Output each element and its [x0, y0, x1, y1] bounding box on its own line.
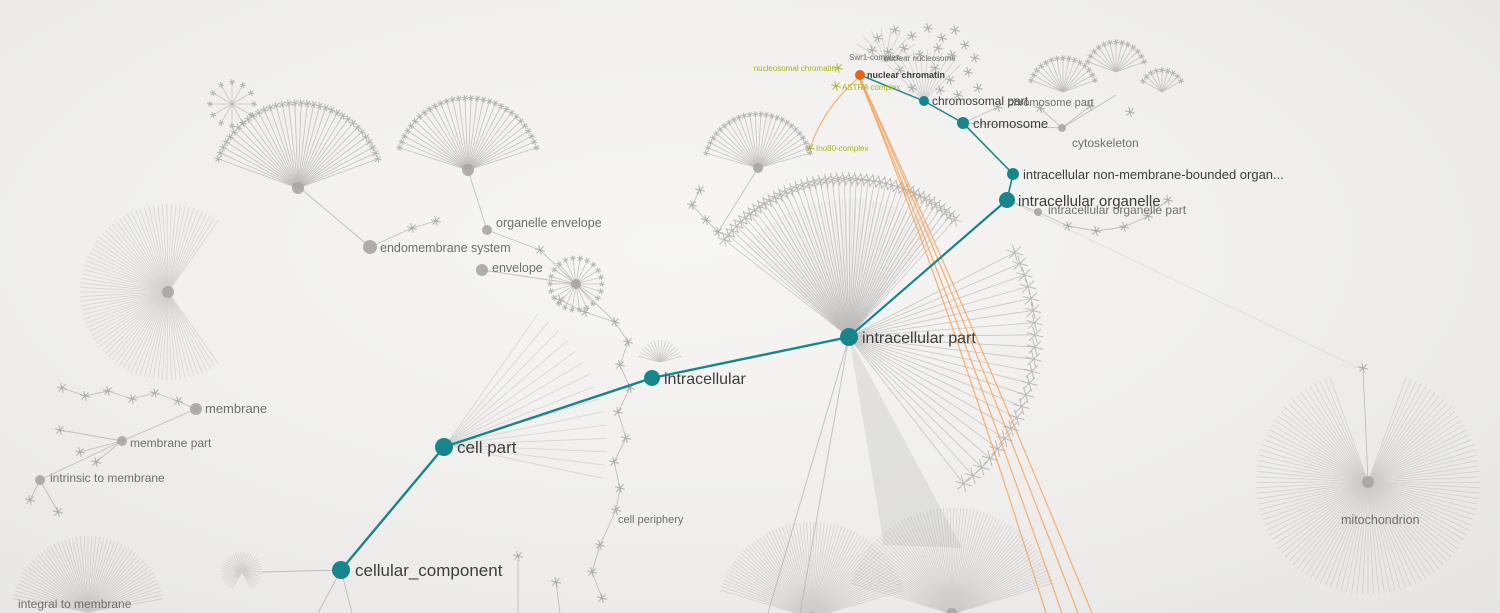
orange-edge-bundle — [810, 77, 1093, 613]
label-intracellular-non-membrane-bounded-organelle[interactable]: intracellular non-membrane-bounded organ… — [1023, 167, 1284, 182]
label-cytoskeleton[interactable]: cytoskeleton — [1072, 136, 1139, 150]
node-cluster — [546, 255, 606, 313]
label-intracellular[interactable]: intracellular — [664, 371, 746, 388]
label-organelle-envelope[interactable]: organelle envelope — [496, 216, 602, 230]
label-intrinsic-to-membrane[interactable]: intrinsic to membrane — [50, 471, 165, 485]
node-cluster — [214, 99, 382, 189]
term-labels: organelle envelope endomembrane system env… — [18, 53, 1420, 611]
node-chromosome[interactable] — [957, 117, 969, 129]
node-cell-part[interactable] — [435, 438, 453, 456]
node-cellular-component[interactable] — [332, 561, 350, 579]
node-intracellular-organelle[interactable] — [999, 192, 1015, 208]
graph-node[interactable] — [292, 182, 304, 194]
node-cluster — [221, 552, 263, 590]
node-cluster — [396, 94, 540, 171]
node-cluster-fans — [13, 28, 1481, 613]
graph-node[interactable] — [946, 608, 958, 613]
gray-wedge — [849, 337, 962, 548]
label-membrane[interactable]: membrane — [205, 401, 267, 416]
node-nuclear-chromatin[interactable] — [855, 70, 865, 80]
label-astra-complex[interactable]: ASTRA complex — [842, 83, 900, 92]
label-chromosomal-part[interactable]: chromosomal part — [932, 94, 1029, 108]
node-cluster — [717, 172, 962, 338]
label-envelope[interactable]: envelope — [492, 261, 543, 275]
label-intracellular-organelle[interactable]: intracellular organelle — [1018, 193, 1161, 210]
node-intracellular-part[interactable] — [840, 328, 858, 346]
label-intracellular-part[interactable]: intracellular part — [862, 330, 976, 347]
graph-node[interactable] — [753, 163, 763, 173]
graph-node[interactable] — [1058, 124, 1066, 132]
graph-node[interactable] — [162, 286, 174, 298]
label-nuclear-nucleosome[interactable]: nuclear nucleosome — [884, 54, 956, 63]
graph-node[interactable] — [476, 264, 488, 276]
node-chromosomal-part[interactable] — [919, 96, 929, 106]
star-nodes — [25, 23, 1368, 587]
label-swr1-complex[interactable]: Swr1-complex — [849, 53, 900, 62]
node-cluster — [886, 49, 962, 102]
node-cluster — [850, 508, 1054, 613]
node-cluster — [206, 78, 258, 130]
graph-node[interactable] — [482, 225, 492, 235]
hub-nodes — [35, 124, 1374, 613]
node-intracellular[interactable] — [644, 370, 660, 386]
node-cluster — [853, 28, 919, 63]
node-intracellular-non-membrane-bounded-organelle[interactable] — [1007, 168, 1019, 180]
label-membrane-part[interactable]: membrane part — [130, 436, 212, 450]
graph-node[interactable] — [1034, 208, 1042, 216]
label-integral-to-membrane[interactable]: integral to membrane — [18, 597, 132, 611]
label-ino80-complex[interactable]: Ino80-complex — [816, 144, 868, 153]
label-nucleosomal-chromatin[interactable]: nucleosomal chromatin — [754, 64, 836, 73]
graph-node[interactable] — [117, 436, 127, 446]
node-cluster — [80, 204, 219, 380]
label-chromosome-part[interactable]: chromosome part — [1008, 97, 1094, 109]
node-cluster — [848, 244, 1044, 492]
node-cluster — [1084, 38, 1148, 73]
node-cluster — [1255, 376, 1481, 594]
graph-node[interactable] — [190, 403, 202, 415]
graph-node[interactable] — [363, 240, 377, 254]
label-cell-periphery[interactable]: cell periphery — [618, 514, 684, 526]
node-cluster — [1028, 54, 1098, 93]
label-intracellular-organelle-part[interactable]: intracellular organelle part — [1048, 203, 1187, 217]
graph-node[interactable] — [35, 475, 45, 485]
node-cluster — [720, 522, 904, 613]
node-cluster — [13, 536, 163, 613]
node-cluster — [638, 340, 682, 363]
selected-path: cellular_component cell part intracellular… — [332, 70, 1284, 580]
label-cell-part[interactable]: cell part — [457, 438, 517, 457]
node-cluster — [746, 198, 935, 338]
node-cluster — [703, 111, 813, 169]
label-mitochondrion[interactable]: mitochondrion — [1341, 513, 1420, 527]
label-cellular-component[interactable]: cellular_component — [355, 561, 503, 580]
graph-node[interactable] — [462, 164, 474, 176]
label-endomembrane-system[interactable]: endomembrane system — [380, 241, 511, 255]
graph-node[interactable] — [1362, 476, 1374, 488]
label-chromosome[interactable]: chromosome — [973, 116, 1048, 131]
graph-node[interactable] — [571, 279, 581, 289]
node-cluster — [1139, 66, 1185, 93]
label-nuclear-chromatin[interactable]: nuclear chromatin — [867, 70, 945, 80]
